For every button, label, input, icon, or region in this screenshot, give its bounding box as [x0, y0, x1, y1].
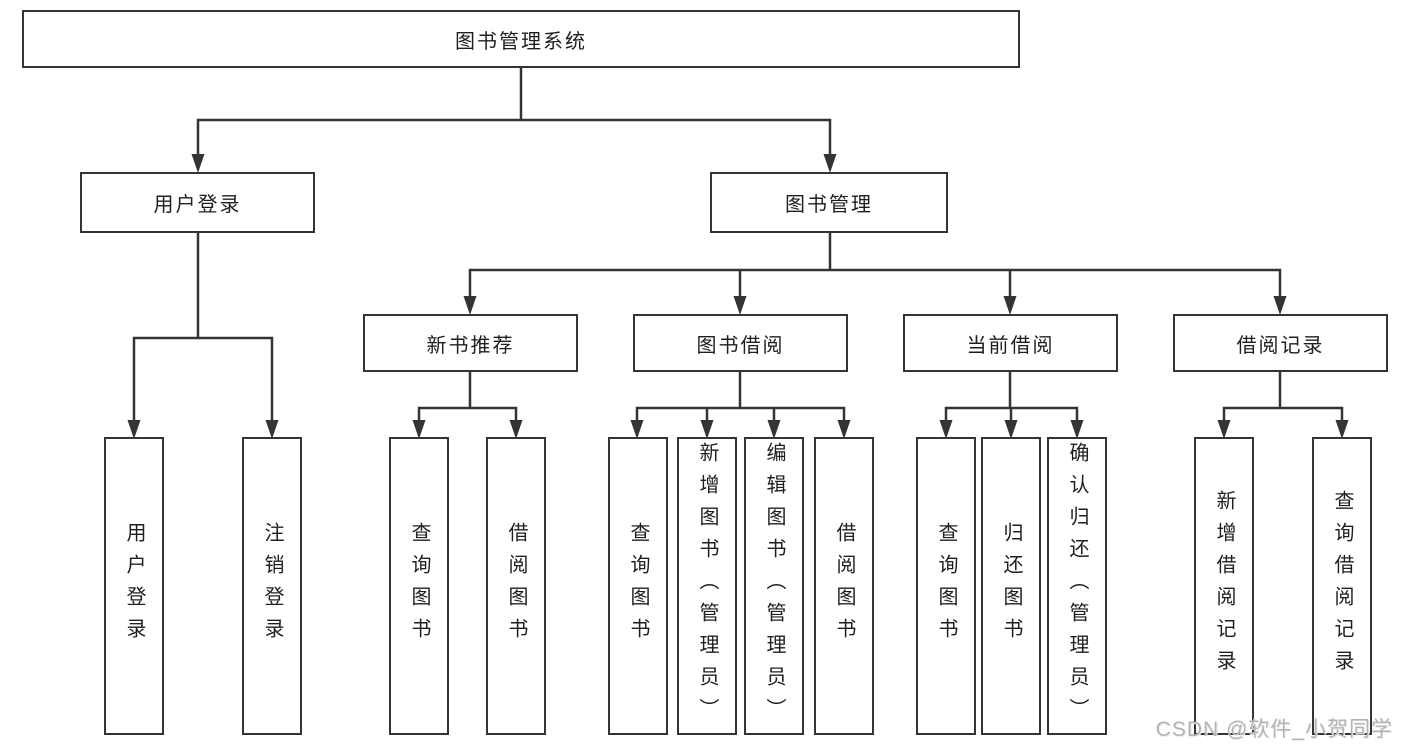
leaf-return-book: 归还图书 [981, 437, 1041, 735]
leaf-borrow-book-recommend-label: 借阅图书 [505, 522, 527, 650]
leaf-borrow-book-label: 借阅图书 [833, 522, 855, 650]
leaf-query-borrow-record-label: 查询借阅记录 [1331, 490, 1353, 682]
leaf-add-borrow-record-label: 新增借阅记录 [1213, 490, 1235, 682]
leaf-user-login-label: 用户登录 [123, 522, 145, 650]
leaf-query-book-recommend: 查询图书 [389, 437, 449, 735]
leaf-edit-book-admin-label: 编辑图书（管理员） [763, 442, 785, 730]
edge-user-login-to-leaves [132, 233, 274, 424]
node-root-label: 图书管理系统 [455, 30, 587, 53]
leaf-add-book-admin: 新增图书（管理员） [677, 437, 737, 735]
leaf-user-login: 用户登录 [104, 437, 164, 735]
watermark-text: CSDN @软件_小贺同学 [1155, 718, 1393, 741]
node-book-borrow: 图书借阅 [633, 314, 848, 372]
edge-new-book-to-leaves [417, 372, 518, 424]
leaf-confirm-return-admin-label: 确认归还（管理员） [1066, 442, 1088, 730]
node-current-borrow-label: 当前借阅 [966, 334, 1055, 357]
node-book-management-label: 图书管理 [785, 194, 873, 216]
leaf-logout-label: 注销登录 [261, 522, 283, 650]
node-root-library-system: 图书管理系统 [22, 10, 1020, 68]
node-user-login-label: 用户登录 [153, 194, 242, 216]
leaf-query-borrow-record: 查询借阅记录 [1312, 437, 1372, 735]
leaf-query-book-current: 查询图书 [916, 437, 976, 735]
leaf-confirm-return-admin: 确认归还（管理员） [1047, 437, 1107, 735]
leaf-query-book-borrow: 查询图书 [608, 437, 668, 735]
node-borrow-record: 借阅记录 [1173, 314, 1388, 372]
node-book-management: 图书管理 [710, 172, 948, 233]
node-book-borrow-label: 图书借阅 [696, 334, 785, 357]
edge-book-mgmt-to-level3 [468, 233, 1282, 300]
leaf-query-book-borrow-label: 查询图书 [627, 522, 649, 650]
leaf-borrow-book-recommend: 借阅图书 [486, 437, 546, 735]
node-new-book-recommend-label: 新书推荐 [426, 334, 515, 357]
node-borrow-record-label: 借阅记录 [1236, 334, 1325, 357]
edge-borrow-record-to-leaves [1222, 372, 1344, 424]
node-user-login: 用户登录 [80, 172, 315, 233]
leaf-add-book-admin-label: 新增图书（管理员） [696, 442, 718, 730]
leaf-query-book-recommend-label: 查询图书 [408, 522, 430, 650]
node-new-book-recommend: 新书推荐 [363, 314, 578, 372]
leaf-logout: 注销登录 [242, 437, 302, 735]
leaf-add-borrow-record: 新增借阅记录 [1194, 437, 1254, 735]
leaf-borrow-book: 借阅图书 [814, 437, 874, 735]
edge-root-to-level2 [196, 68, 832, 158]
leaf-edit-book-admin: 编辑图书（管理员） [744, 437, 804, 735]
leaf-query-book-current-label: 查询图书 [935, 522, 957, 650]
leaf-return-book-label: 归还图书 [1000, 522, 1022, 650]
edge-book-borrow-to-leaves [635, 372, 846, 424]
edge-current-borrow-to-leaves [944, 372, 1079, 424]
node-current-borrow: 当前借阅 [903, 314, 1118, 372]
